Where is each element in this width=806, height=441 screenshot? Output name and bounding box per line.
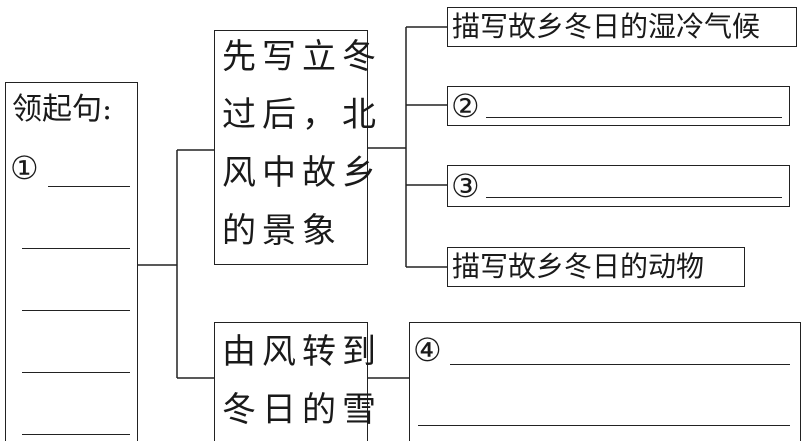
node-first-scene-line: 风中故乡: [222, 153, 382, 193]
answer-line: [486, 197, 782, 198]
node-first-scene-line: 的景象: [222, 211, 342, 251]
lead-sentence-box: [5, 82, 138, 441]
leaf-animals-text: 描写故乡冬日的动物: [452, 250, 705, 283]
blank-3-marker: ③: [451, 167, 480, 205]
answer-line: [450, 364, 790, 365]
leaf-climate: [447, 7, 797, 47]
answer-line: [418, 425, 790, 426]
blank-2-marker: ②: [451, 87, 480, 125]
answer-line: [486, 117, 782, 118]
answer-line: [22, 310, 130, 311]
blank-1-marker: ①: [10, 149, 39, 187]
node-first-scene: [214, 30, 368, 265]
leaf-blank-2: [447, 86, 790, 126]
lead-sentence-label: 领起句:: [12, 92, 113, 127]
answer-line: [22, 248, 130, 249]
leaf-animals: [447, 247, 745, 287]
answer-line: [48, 186, 130, 187]
node-first-scene-line: 先写立冬: [222, 37, 382, 77]
answer-line: [22, 372, 130, 373]
leaf-climate-text: 描写故乡冬日的湿冷气候: [452, 10, 761, 43]
node-wind-to-snow: [214, 322, 368, 441]
node-first-scene-line: 过后，北: [222, 95, 382, 135]
blank-4-marker: ④: [413, 331, 442, 369]
answer-line: [22, 434, 130, 435]
leaf-blank-4: [409, 322, 801, 441]
node-wind-to-snow-line: 冬日的雪: [222, 390, 382, 430]
node-wind-to-snow-line: 由风转到: [222, 332, 382, 372]
leaf-blank-3: [447, 165, 790, 207]
